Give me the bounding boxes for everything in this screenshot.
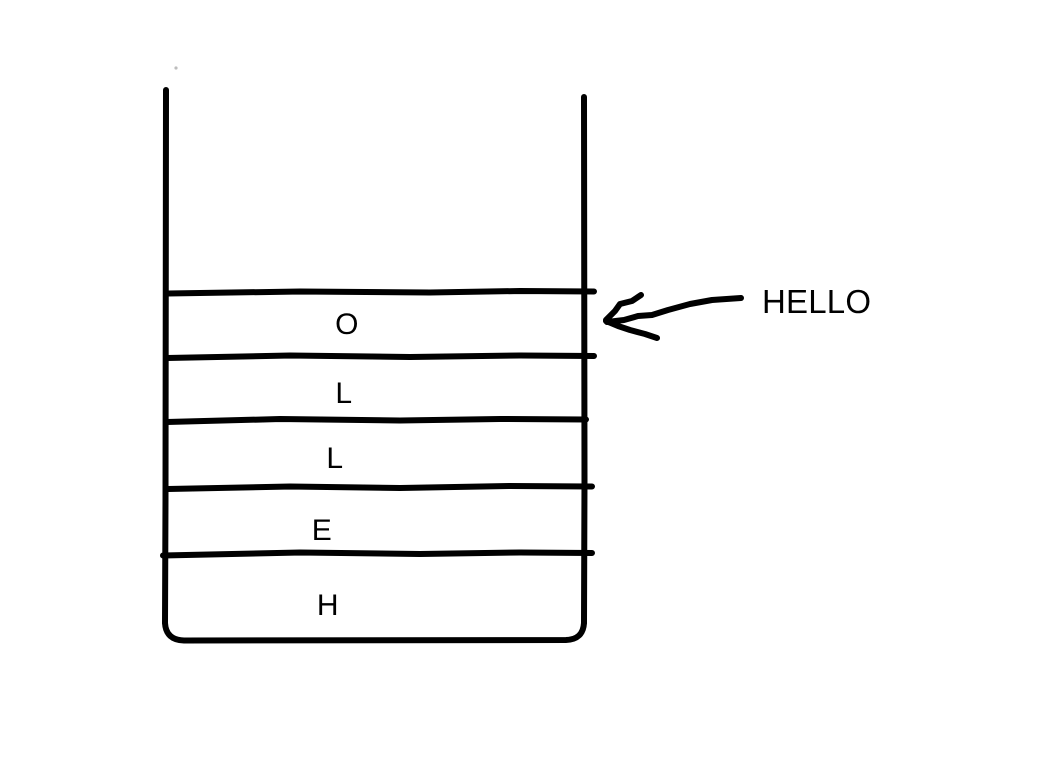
divider-line-3 <box>164 416 589 425</box>
divider-line-2 <box>164 352 597 361</box>
stack-right-wall <box>581 94 588 626</box>
callout-arrow-icon <box>603 292 744 341</box>
stack-cell-label-3: E <box>311 514 333 547</box>
arrow-barb-upper <box>603 292 644 323</box>
divider-line-1 <box>165 288 597 297</box>
arrow-shaft <box>604 295 744 325</box>
stack-cell-label-4: H <box>316 589 340 622</box>
callout-text-hello: HELLO <box>762 283 872 320</box>
stack-bottom-edge <box>162 620 587 644</box>
stack-cell-label-2: L <box>326 442 344 475</box>
stack-container-outline <box>162 87 588 644</box>
stack-left-wall <box>162 87 169 626</box>
stray-speck-mark <box>174 66 178 70</box>
divider-line-4 <box>165 483 595 492</box>
arrow-barb-lower <box>603 318 660 341</box>
stack-cell-label-1: L <box>335 377 353 410</box>
divider-line-5 <box>160 549 595 559</box>
stack-cell-dividers <box>160 288 597 559</box>
stack-cell-label-0: O <box>335 308 359 341</box>
